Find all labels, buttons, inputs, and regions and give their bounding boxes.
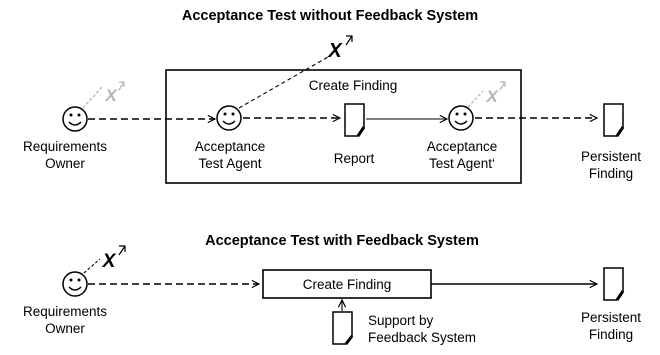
bottom-owner-leave-x-marker: X (102, 251, 117, 272)
bottom-persistent-finding-label-line1: Persistent (581, 310, 641, 325)
top-owner-leave-line (82, 86, 103, 109)
top-acceptance-agent-prime-label-line1: Acceptance (427, 139, 498, 154)
top-persistent-finding-label-line1: Persistent (581, 149, 641, 164)
bottom-support-label-line2: Feedback System (368, 330, 476, 345)
bottom-requirements-owner-smiley-icon (62, 271, 88, 297)
top-owner-leave-x-marker: X (104, 86, 118, 105)
bottom-persistent-finding-label-line2: Finding (589, 327, 633, 342)
top-box-title: Create Finding (309, 78, 398, 93)
top-agent-prime-leave-x-marker: X (485, 87, 499, 106)
top-requirements-owner-label-line1: Requirements (23, 139, 107, 154)
top-acceptance-agent-label-line1: Acceptance (195, 139, 266, 154)
bottom-support-label-line1: Support by (368, 313, 434, 328)
top-process-box (165, 69, 522, 184)
top-requirements-owner-label-line2: Owner (45, 156, 85, 171)
bottom-process-box-label: Create Finding (303, 277, 392, 292)
top-acceptance-agent-prime-label-line2: Test Agent‘ (429, 156, 495, 171)
top-persistent-finding-label-line2: Finding (589, 166, 633, 181)
top-agent-prime-leave-arrow-icon (499, 81, 506, 91)
bottom-requirements-owner-label-line1: Requirements (23, 304, 107, 319)
top-requirements-owner-smiley-icon (62, 106, 88, 132)
bottom-owner-leave-arrow-icon (118, 245, 126, 256)
bottom-support-document-icon (332, 311, 354, 345)
top-agent-leave-line (238, 56, 329, 109)
top-report-document-icon (344, 103, 366, 137)
top-diagram-title: Acceptance Test without Feedback System (182, 8, 478, 24)
bottom-requirements-owner-label-line2: Owner (45, 321, 85, 336)
bottom-owner-leave-line (83, 258, 101, 274)
bottom-persistent-finding-document-icon (603, 267, 625, 301)
top-agent-leave-x-marker: X (327, 40, 343, 62)
top-report-label: Report (334, 151, 375, 166)
top-acceptance-agent-label-line2: Test Agent (198, 156, 261, 171)
top-owner-leave-arrow-icon (118, 81, 125, 91)
top-agent-prime-leave-line (467, 90, 484, 108)
top-acceptance-agent-prime-smiley-icon (448, 105, 474, 131)
top-agent-leave-arrow-icon (345, 35, 353, 46)
bottom-process-box (262, 269, 432, 299)
top-persistent-finding-document-icon (603, 103, 625, 137)
top-acceptance-agent-smiley-icon (216, 105, 242, 131)
bottom-diagram-title: Acceptance Test with Feedback System (205, 233, 479, 249)
